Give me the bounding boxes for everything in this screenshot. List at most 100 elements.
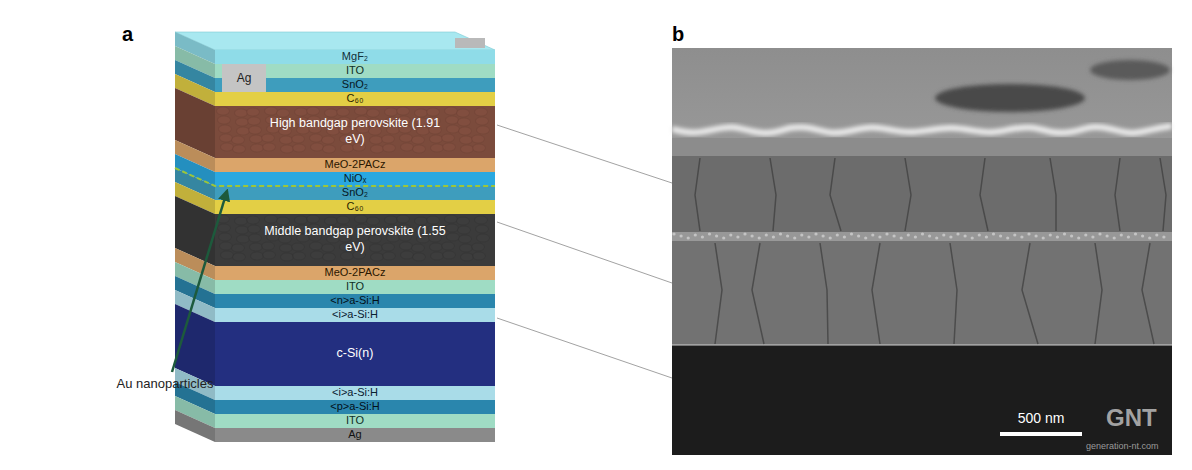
sem-blob	[935, 84, 1085, 112]
grain	[325, 109, 338, 117]
grain	[443, 143, 456, 151]
grain	[475, 216, 488, 224]
layer-label: NiOₓ	[344, 172, 367, 185]
grain	[311, 143, 324, 151]
grain	[370, 136, 383, 144]
panel-label: a	[122, 22, 133, 46]
sem-dot	[736, 235, 739, 238]
sem-dot	[1049, 233, 1052, 236]
layer-band: MgF₂	[215, 50, 495, 64]
layer-label: Ag	[237, 71, 252, 86]
electrode-fill	[222, 64, 266, 92]
layer-band: High bandgap perovskite (1.91 eV)	[215, 106, 495, 158]
sem-dot	[680, 234, 683, 237]
layer-label: Middle bandgap perovskite (1.55 eV)	[263, 224, 448, 255]
sem-dot	[729, 233, 732, 236]
grain	[443, 251, 456, 259]
grain	[385, 108, 398, 116]
sem-dot	[1027, 232, 1030, 235]
leader-line	[497, 222, 672, 283]
grain	[233, 253, 246, 261]
leader-line	[497, 125, 672, 183]
layer-label: <i>a-Si:H	[332, 386, 378, 399]
grain	[427, 216, 440, 224]
sem-dot	[701, 235, 704, 238]
sem-dot	[772, 235, 775, 238]
grain	[293, 252, 306, 260]
grain-boundary	[820, 243, 828, 344]
grain-boundary	[1160, 158, 1166, 231]
sem-dot	[814, 232, 817, 235]
grain	[461, 145, 474, 153]
sem-dot	[765, 233, 768, 236]
grain	[322, 136, 335, 144]
sem-dot	[949, 235, 952, 238]
grain	[412, 136, 425, 144]
layer-label: C₆₀	[347, 92, 364, 105]
sem-blob	[1090, 60, 1170, 80]
leader-lines	[497, 125, 672, 378]
grain	[385, 216, 398, 224]
layer-label: ITO	[346, 64, 364, 77]
grain	[281, 253, 294, 261]
grain	[383, 144, 396, 152]
grain	[460, 136, 473, 144]
grain	[311, 251, 324, 259]
scale-label: 500 nm	[996, 410, 1086, 427]
layer-label: <i>a-Si:H	[332, 308, 378, 321]
grain	[355, 107, 368, 115]
grain-boundary	[1095, 243, 1102, 344]
panel-label: b	[672, 22, 684, 46]
grain	[249, 234, 262, 242]
grain	[477, 126, 490, 134]
layer-band: MeO-2PACz	[215, 266, 495, 280]
layer-label: MeO-2PACz	[325, 266, 386, 279]
sem-dot	[1134, 232, 1137, 235]
layer-label: ITO	[346, 280, 364, 293]
grain	[251, 252, 264, 260]
sem-dot	[900, 236, 903, 239]
grain	[220, 134, 233, 142]
watermark: generation-nt.com	[1086, 441, 1159, 452]
grain	[218, 116, 231, 124]
grain	[382, 243, 395, 251]
layer-fill	[215, 386, 495, 400]
grain	[249, 126, 262, 134]
grain	[263, 143, 276, 151]
grain	[277, 217, 290, 225]
sem-dot	[985, 235, 988, 238]
grain	[322, 244, 335, 252]
grain	[295, 216, 308, 224]
grain	[325, 217, 338, 225]
grain-boundary	[1050, 158, 1056, 231]
layer-fill	[215, 172, 495, 186]
grain	[277, 109, 290, 117]
grain-boundary	[980, 158, 988, 231]
sem-image	[672, 48, 1172, 455]
grain	[307, 215, 320, 223]
sem-dot	[921, 232, 924, 235]
grain	[445, 107, 458, 115]
grain-boundary	[715, 243, 722, 344]
grain	[371, 253, 384, 261]
layer-fill	[215, 92, 495, 106]
sem-dot	[978, 233, 981, 236]
layer-fill	[215, 50, 495, 64]
grain	[218, 224, 231, 232]
layer-fill	[215, 158, 495, 172]
layer-label: c-Si(n)	[337, 346, 374, 362]
sem-dot	[942, 233, 945, 236]
grain	[461, 253, 474, 261]
sem-dot	[857, 234, 860, 237]
grain	[221, 251, 234, 259]
electrode: Ag	[222, 64, 266, 92]
sem-dot	[779, 232, 782, 235]
layer-band: SnO₂	[215, 186, 495, 200]
grain-boundary	[872, 243, 880, 344]
grain	[292, 243, 305, 251]
sem-top-perovskite	[672, 156, 1172, 232]
callout-label: Au nanoparticles	[115, 376, 215, 392]
grain	[232, 244, 245, 252]
